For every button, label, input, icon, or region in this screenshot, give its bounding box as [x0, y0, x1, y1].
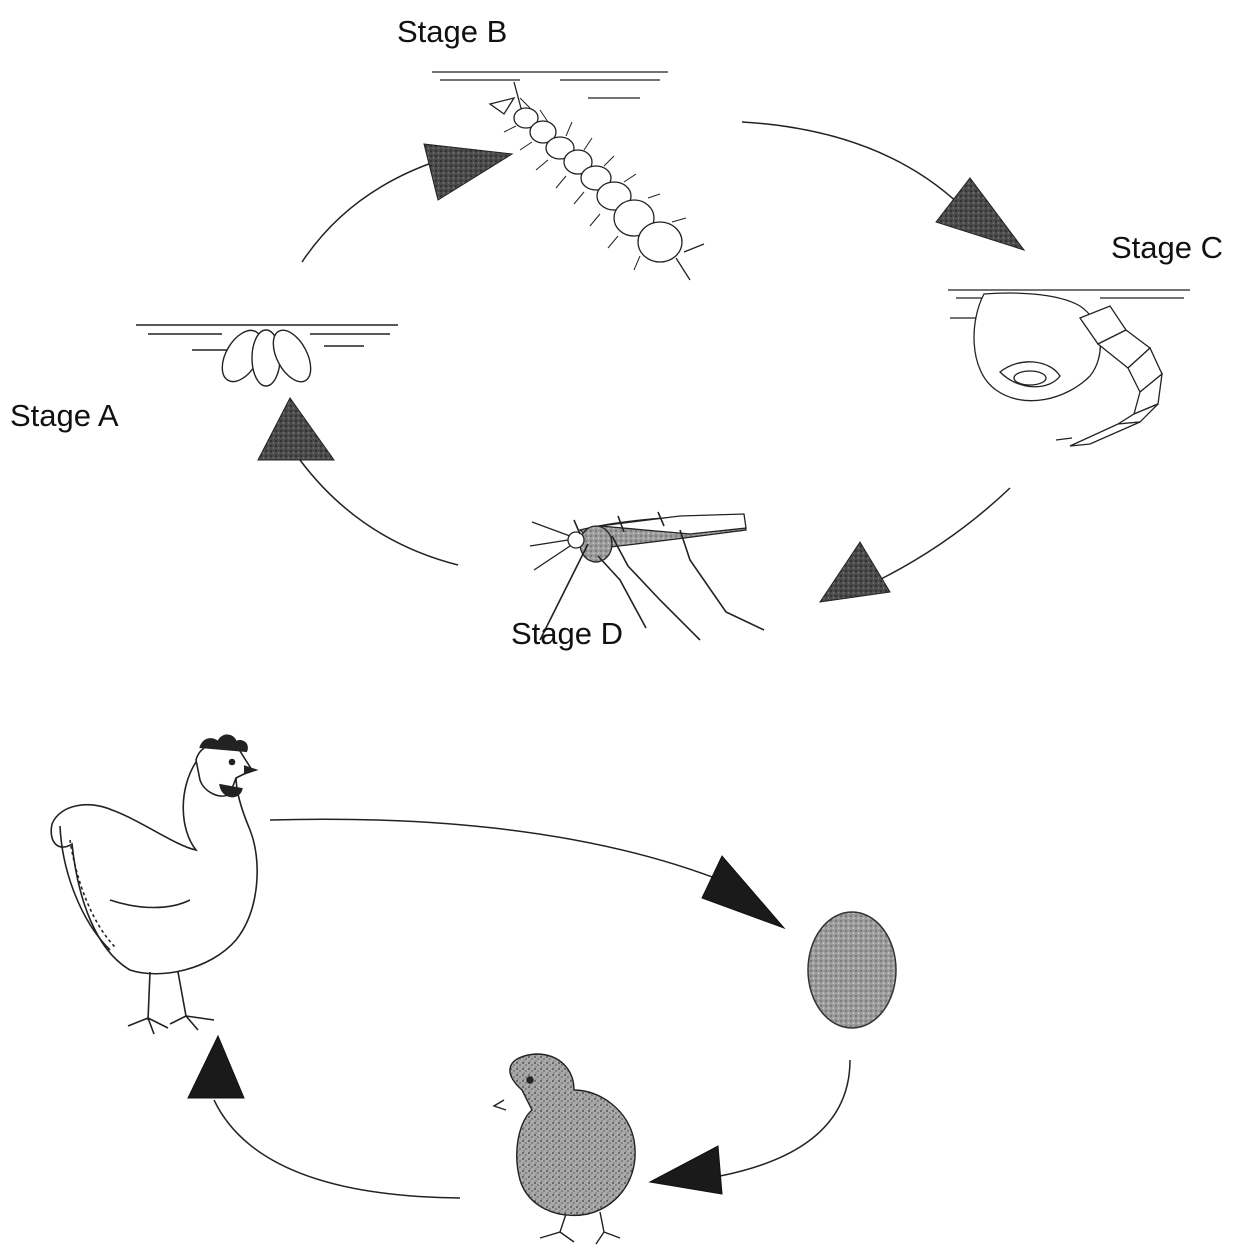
chick-illustration: [494, 1054, 635, 1244]
arrowhead-to-stage-c: [936, 178, 1024, 250]
cycle-arc-hen-to-egg: [270, 819, 740, 888]
egg-illustration: [808, 912, 896, 1028]
arrowhead-to-egg: [702, 856, 784, 928]
cycle-arc-a-to-b: [302, 160, 440, 262]
arrowhead-to-chick: [650, 1146, 722, 1194]
stage-a-eggs: [136, 324, 398, 388]
arrowhead-to-stage-d: [820, 542, 890, 602]
stage-c-pupa: [948, 290, 1190, 446]
stage-a-label: Stage A: [10, 398, 119, 434]
arrowhead-to-stage-b: [424, 144, 512, 200]
arrowhead-to-stage-a: [258, 398, 334, 460]
cycle-arc-egg-to-chick: [720, 1060, 850, 1176]
cycle-arc-d-to-a: [300, 460, 458, 565]
stage-b-label: Stage B: [397, 14, 507, 50]
arrowhead-to-hen: [188, 1036, 244, 1098]
stage-d-label: Stage D: [511, 616, 623, 652]
hen-illustration: [51, 735, 257, 1034]
stage-c-label: Stage C: [1111, 230, 1223, 266]
cycle-arc-chick-to-hen: [214, 1100, 460, 1198]
cycle-arc-b-to-c: [742, 122, 960, 205]
cycle-arc-c-to-d: [875, 488, 1010, 582]
